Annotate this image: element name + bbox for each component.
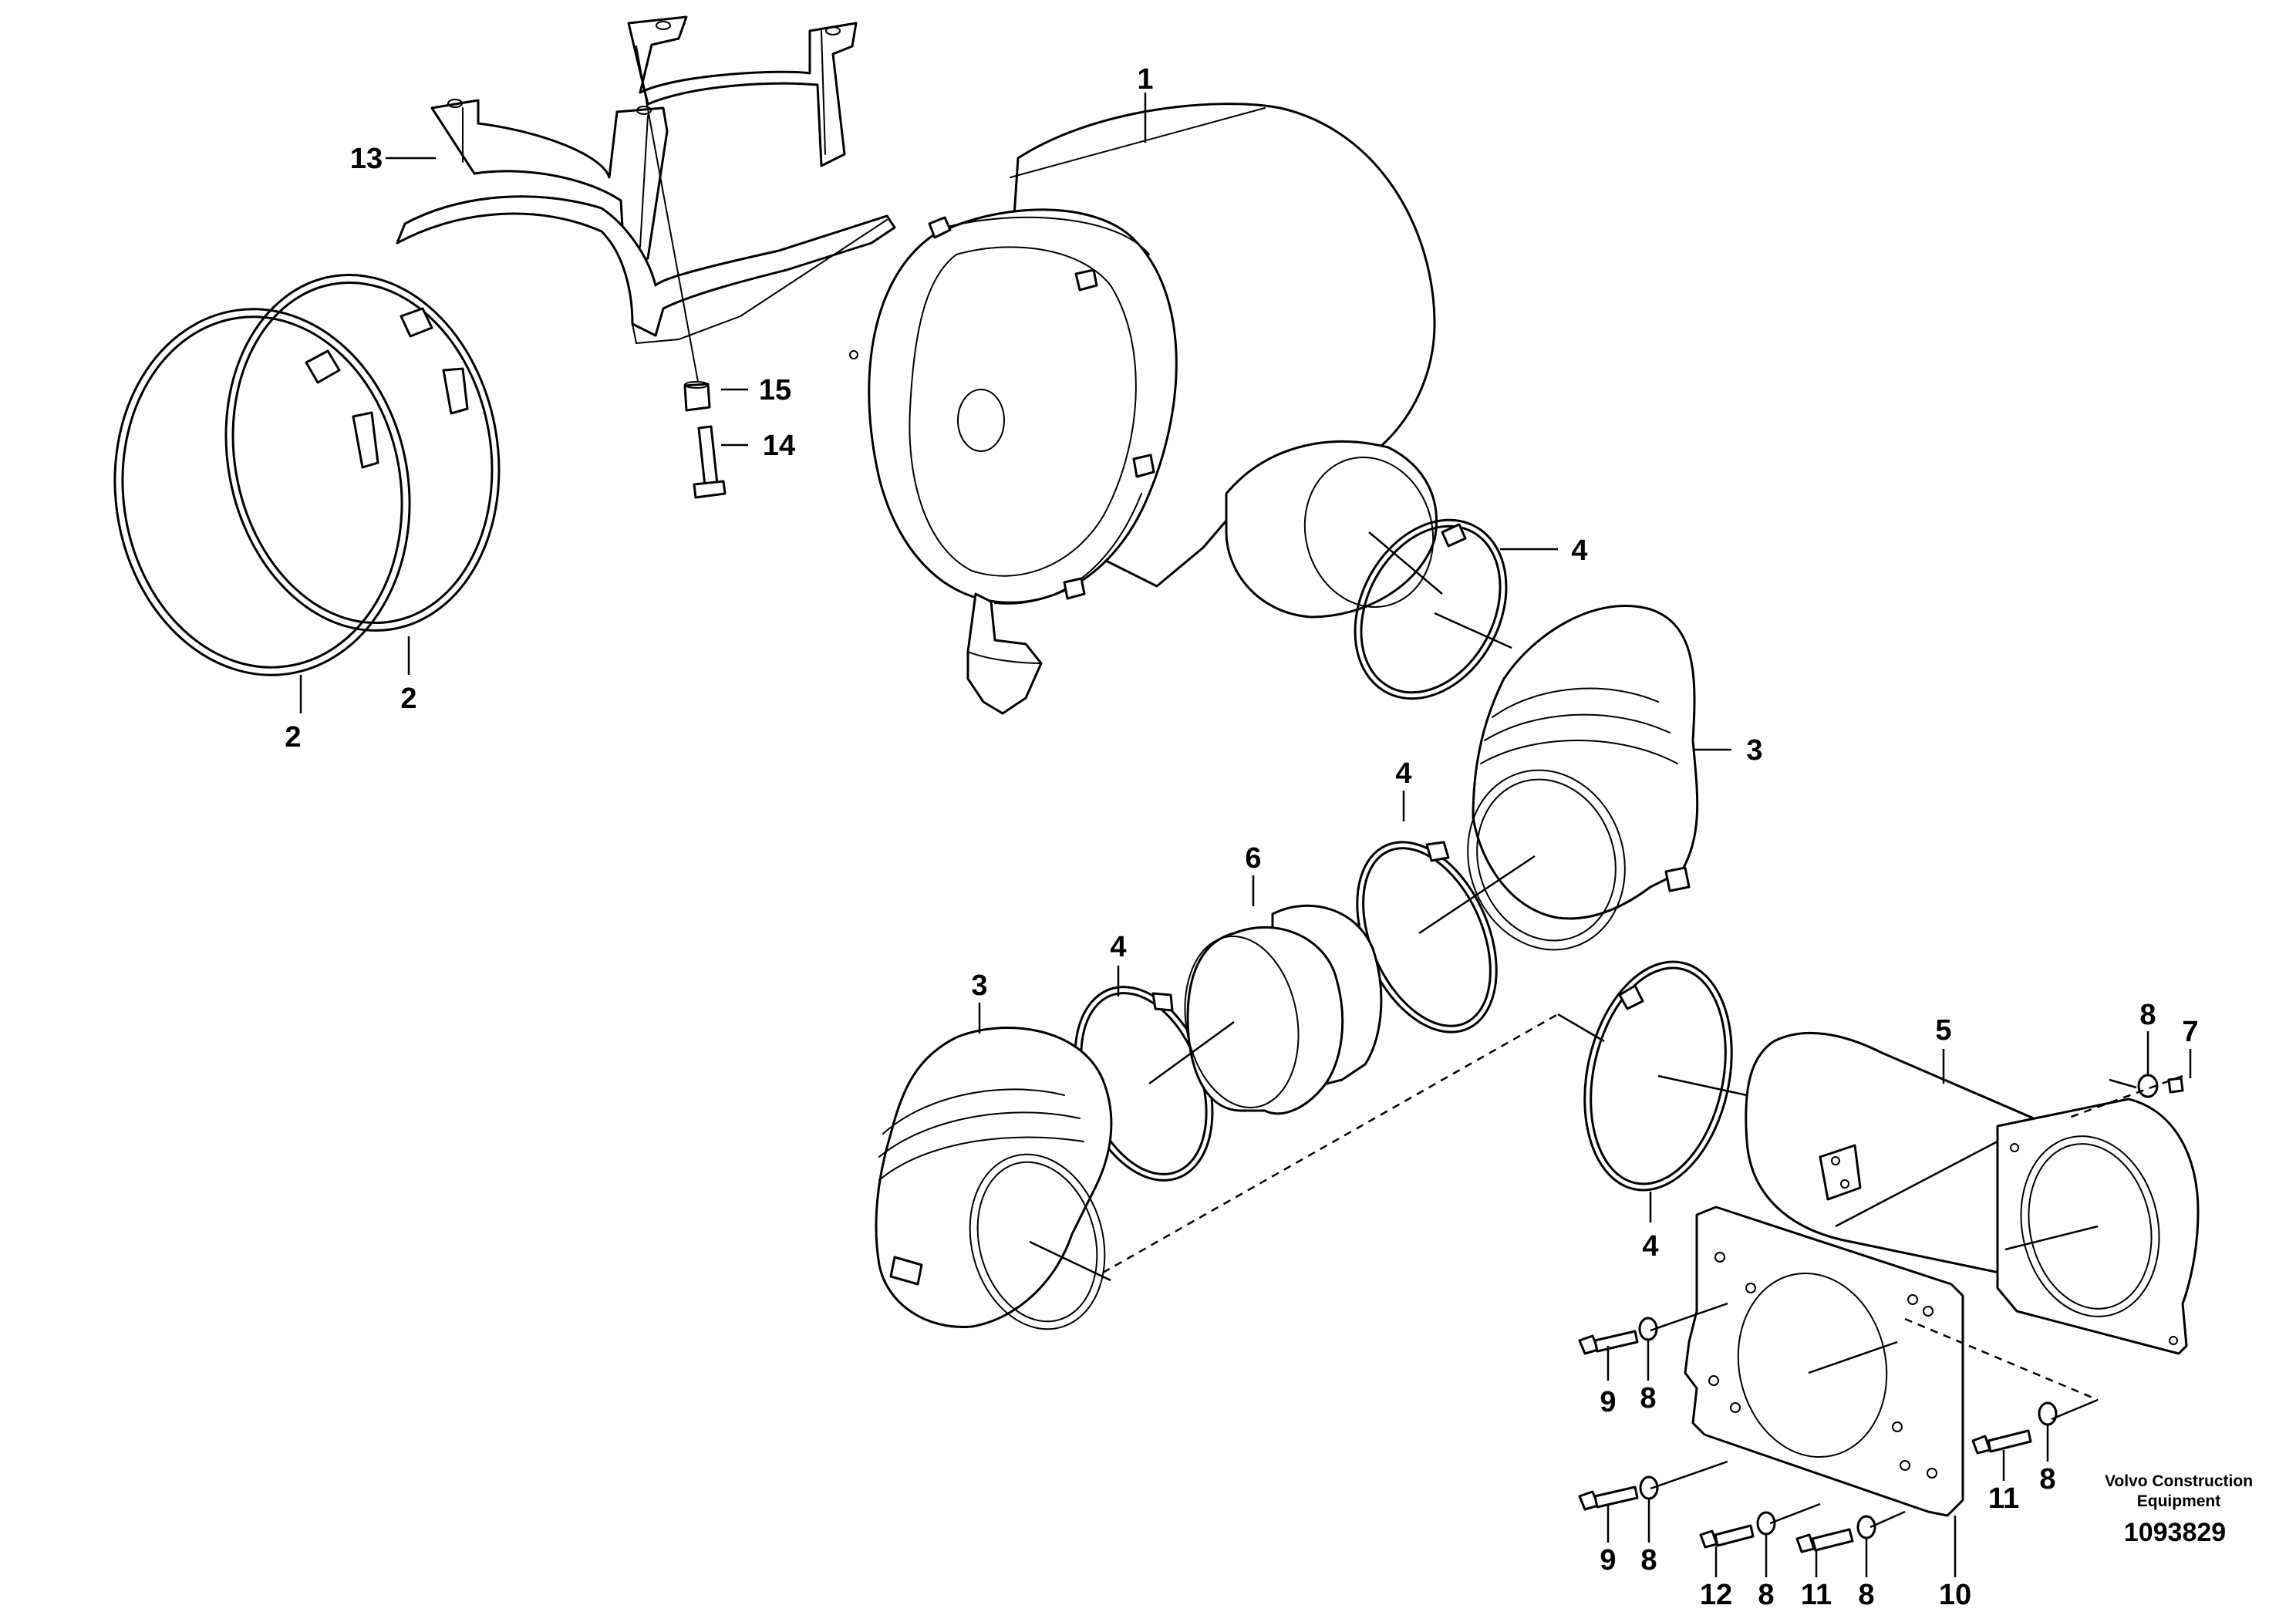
- callout-8-e: 8: [2039, 1463, 2055, 1496]
- callout-7: 7: [2182, 1016, 2198, 1048]
- callout-2-right: 2: [400, 683, 416, 715]
- callout-13: 13: [350, 143, 383, 175]
- part-10-plate: [1684, 1206, 1964, 1517]
- callout-9-a: 9: [1600, 1386, 1616, 1418]
- part-1-air-filter: [849, 103, 1438, 715]
- assembly-guide-lines: [1029, 531, 2183, 1529]
- callout-3-upper: 3: [1746, 734, 1762, 767]
- callout-8-c: 8: [1758, 1579, 1774, 1611]
- callout-1: 1: [1137, 63, 1153, 96]
- part-13-bracket: [396, 15, 896, 344]
- company-name-line2: Equipment: [2137, 1492, 2221, 1510]
- callout-4-right: 4: [1642, 1230, 1658, 1263]
- callout-2-left: 2: [285, 721, 301, 754]
- callout-leaders: [299, 93, 2192, 1577]
- callout-5: 5: [1935, 1014, 1951, 1047]
- callout-8-d: 8: [1858, 1579, 1874, 1611]
- part-6-coupling: [1184, 904, 1383, 1115]
- company-name-line1: Volvo Construction: [2105, 1472, 2253, 1490]
- callout-4-top: 4: [1571, 534, 1587, 567]
- callout-3-lower: 3: [971, 969, 987, 1002]
- callout-12: 12: [1700, 1579, 1732, 1611]
- callout-4-left: 4: [1110, 931, 1126, 963]
- callout-8-a: 8: [1640, 1382, 1656, 1415]
- drawing-footer: Volvo Construction Equipment 1093829: [2105, 1472, 2253, 1547]
- callout-10: 10: [1939, 1579, 1971, 1611]
- drawing-number: 1093829: [2124, 1518, 2226, 1547]
- callout-11-right: 11: [1988, 1482, 2019, 1515]
- callout-14: 14: [763, 430, 795, 462]
- part-5-pipe: [1745, 1031, 2053, 1282]
- callout-11-bottom: 11: [1801, 1579, 1832, 1611]
- callout-6: 6: [1245, 842, 1261, 875]
- part-2-clamp-bands: [113, 274, 501, 676]
- callout-labels: 1 2 2 3 3 4 4 4 4 5 6 7 8 8 8 8 8 8 8 9 …: [285, 63, 2198, 1611]
- callout-15: 15: [759, 374, 791, 406]
- callout-8-top: 8: [2139, 999, 2156, 1031]
- part-15-spacer: [683, 381, 711, 412]
- callout-9-b: 9: [1600, 1544, 1616, 1576]
- callout-8-b: 8: [1640, 1544, 1657, 1576]
- stud-guide-line: [636, 46, 699, 383]
- callout-4-middle: 4: [1395, 757, 1411, 790]
- part-14-bolt: [693, 425, 727, 499]
